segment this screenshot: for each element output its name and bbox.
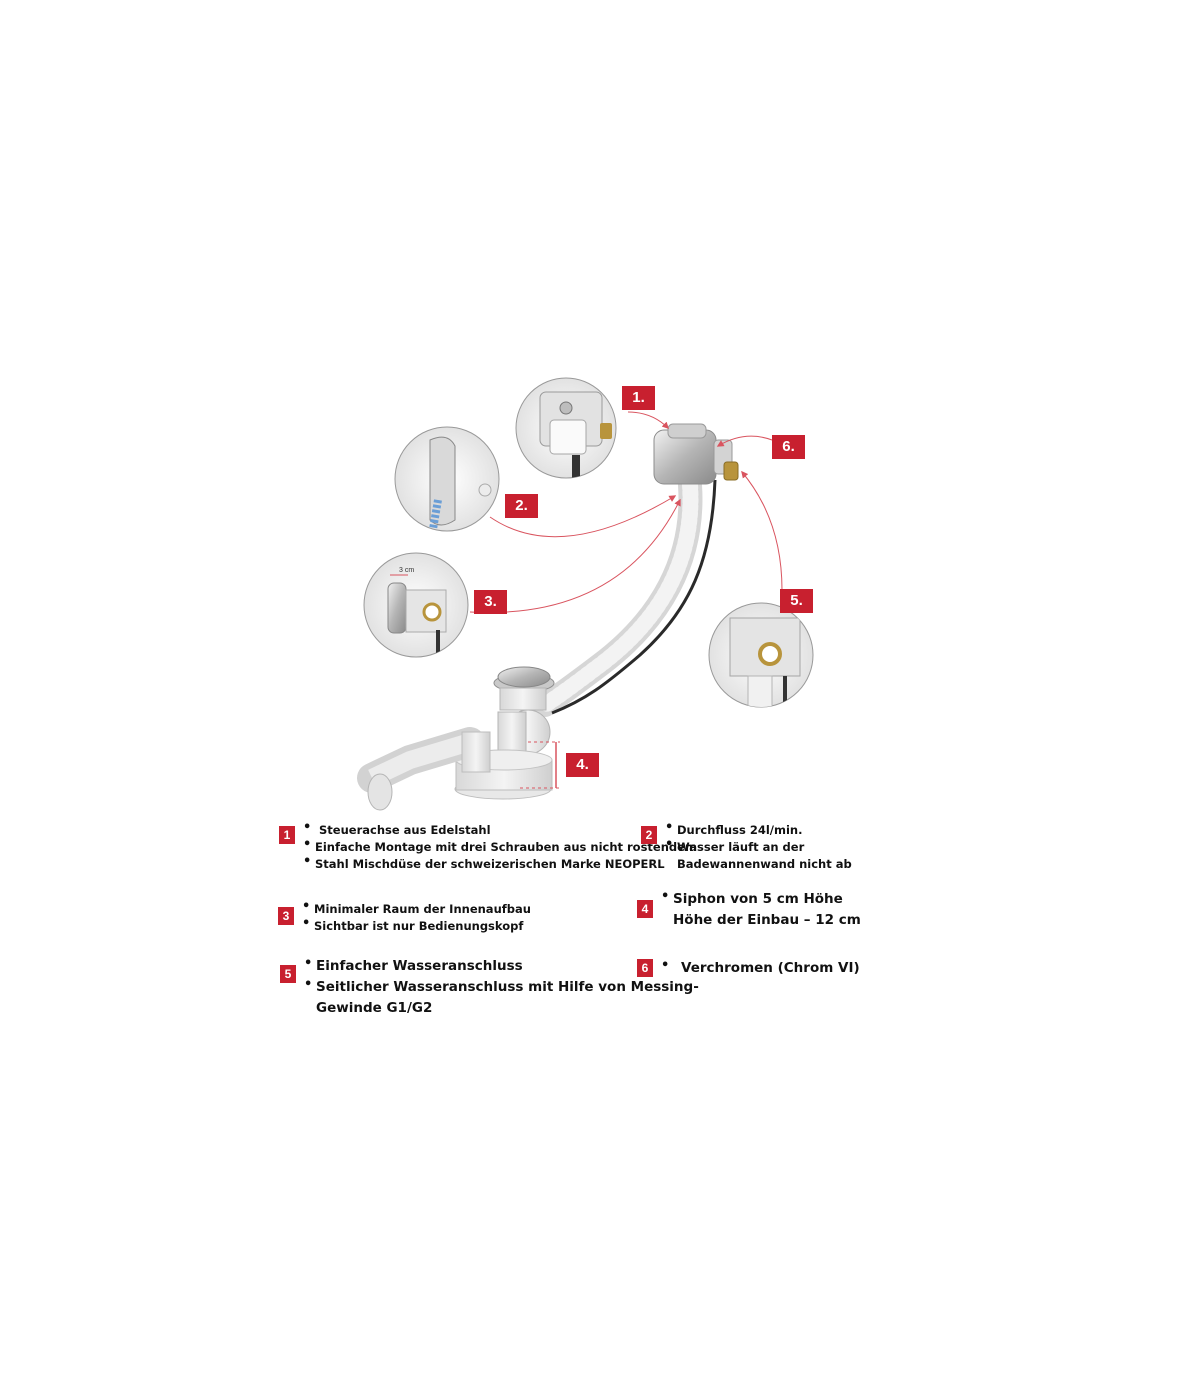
inset-3: 3 cm bbox=[363, 552, 469, 658]
legend-line: Gewinde G1/G2 bbox=[316, 1000, 433, 1016]
height-measure bbox=[520, 741, 560, 789]
legend-line: Wasser läuft an der bbox=[665, 836, 852, 856]
control-cable bbox=[551, 479, 717, 715]
callout-badge-3: 3. bbox=[474, 590, 507, 614]
callout-arrows bbox=[469, 411, 783, 613]
inset-5 bbox=[708, 602, 814, 708]
callout-badge-4: 4. bbox=[566, 753, 599, 777]
legend-line: Einfache Montage mit drei Schrauben aus … bbox=[303, 836, 697, 856]
legend-badge-1: 1 bbox=[279, 826, 295, 844]
inset-1 bbox=[515, 377, 617, 479]
callout-badge-6: 6. bbox=[772, 435, 805, 459]
legend-line: Verchromen (Chrom VI) bbox=[661, 955, 860, 979]
siphon bbox=[357, 666, 555, 811]
legend-line: Sichtbar ist nur Bedienungskopf bbox=[302, 915, 531, 935]
legend-badge-4: 4 bbox=[637, 900, 653, 918]
arrow-6 bbox=[716, 435, 773, 447]
callout-badge-5: 5. bbox=[780, 589, 813, 613]
legend-badge-3: 3 bbox=[278, 907, 294, 925]
legend-line: Badewannenwand nicht ab bbox=[677, 857, 852, 871]
legend-line: Einfacher Wasseranschluss bbox=[304, 953, 699, 977]
legend-line: Minimaler Raum der Innenaufbau bbox=[302, 898, 531, 918]
callout-badge-2: 2. bbox=[505, 494, 538, 518]
arrow-2 bbox=[489, 495, 677, 538]
callout-badge-1: 1. bbox=[622, 386, 655, 410]
arrow-1 bbox=[627, 411, 669, 429]
legend-line: Durchfluss 24l/min. bbox=[665, 819, 852, 839]
inset-2 bbox=[394, 426, 500, 532]
legend-line: Siphon von 5 cm Höhe bbox=[661, 886, 861, 910]
legend-line: Seitlicher Wasseranschluss mit Hilfe von… bbox=[304, 974, 699, 998]
inset-measure-label: 3 cm bbox=[399, 567, 414, 574]
legend-badge-5: 5 bbox=[280, 965, 296, 983]
legend-badge-2: 2 bbox=[641, 826, 657, 844]
legend-line: Höhe der Einbau – 12 cm bbox=[673, 912, 861, 928]
legend-line: Steuerachse aus Edelstahl bbox=[303, 819, 697, 839]
overflow-head bbox=[653, 423, 739, 485]
legend-line: Stahl Mischdüse der schweizerischen Mark… bbox=[303, 853, 697, 873]
legend-badge-6: 6 bbox=[637, 959, 653, 977]
arrow-5 bbox=[741, 470, 783, 591]
